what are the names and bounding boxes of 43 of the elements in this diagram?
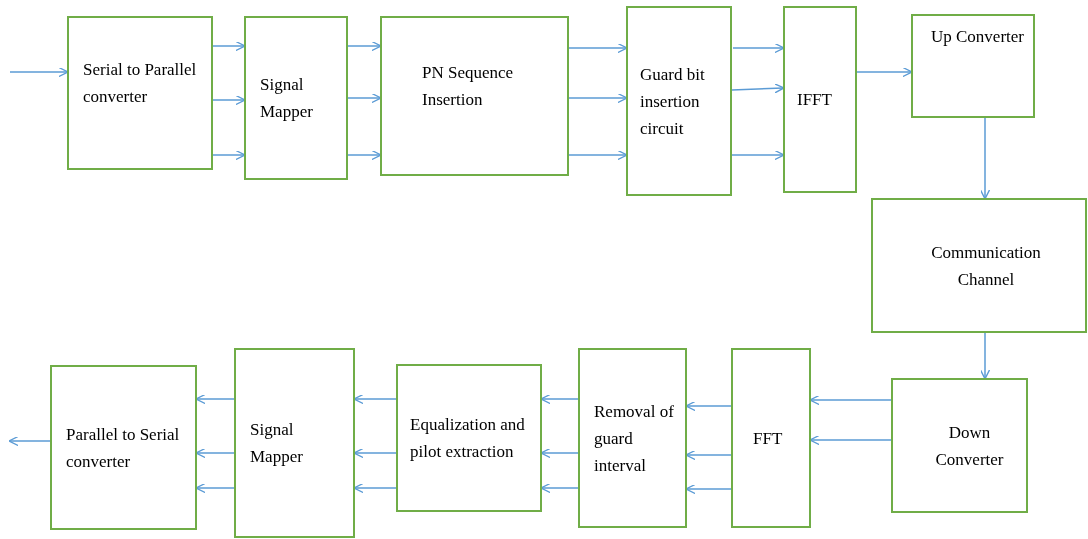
block-label: Down Converter: [934, 421, 1005, 471]
process-box: [234, 348, 355, 538]
block-label: Removal of guard interval: [594, 400, 675, 477]
arrow: [979, 117, 991, 200]
process-box: [50, 365, 197, 530]
arrow: [568, 42, 628, 54]
block-label: Signal Mapper: [250, 419, 304, 468]
arrow: [8, 435, 51, 447]
process-box: [783, 6, 857, 193]
process-box: [380, 16, 569, 176]
arrow: [731, 149, 785, 161]
arrow: [212, 40, 246, 52]
process-box: [578, 348, 687, 528]
block-label: Guard bit insertion circuit: [640, 63, 706, 140]
process-box: [871, 198, 1087, 333]
arrow: [347, 149, 382, 161]
process-box: [891, 378, 1028, 513]
block-label: FFT: [753, 427, 783, 450]
block-label: Equalization and pilot extraction: [410, 414, 526, 463]
block-label: Serial to Parallel converter: [83, 59, 198, 108]
block-label: Signal Mapper: [260, 74, 314, 123]
arrow: [568, 92, 628, 104]
process-box: [244, 16, 348, 180]
arrow: [979, 332, 991, 380]
arrow: [732, 42, 785, 54]
arrow: [212, 149, 246, 161]
arrow: [347, 92, 382, 104]
block-label: Parallel to Serial converter: [66, 423, 181, 473]
block-label: PN Sequence Insertion: [422, 62, 515, 111]
process-box: [626, 6, 732, 196]
arrow: [347, 40, 382, 52]
process-box: [396, 364, 542, 512]
arrow: [568, 149, 628, 161]
arrow: [856, 66, 913, 78]
block-label: Communication Channel: [930, 241, 1042, 291]
process-box: [911, 14, 1035, 118]
arrow: [212, 94, 246, 106]
block-label: Up Converter: [931, 25, 1024, 48]
process-box: [67, 16, 213, 170]
arrow: [9, 66, 69, 78]
process-box: [731, 348, 811, 528]
arrow: [731, 83, 785, 94]
block-label: IFFT: [797, 89, 832, 111]
